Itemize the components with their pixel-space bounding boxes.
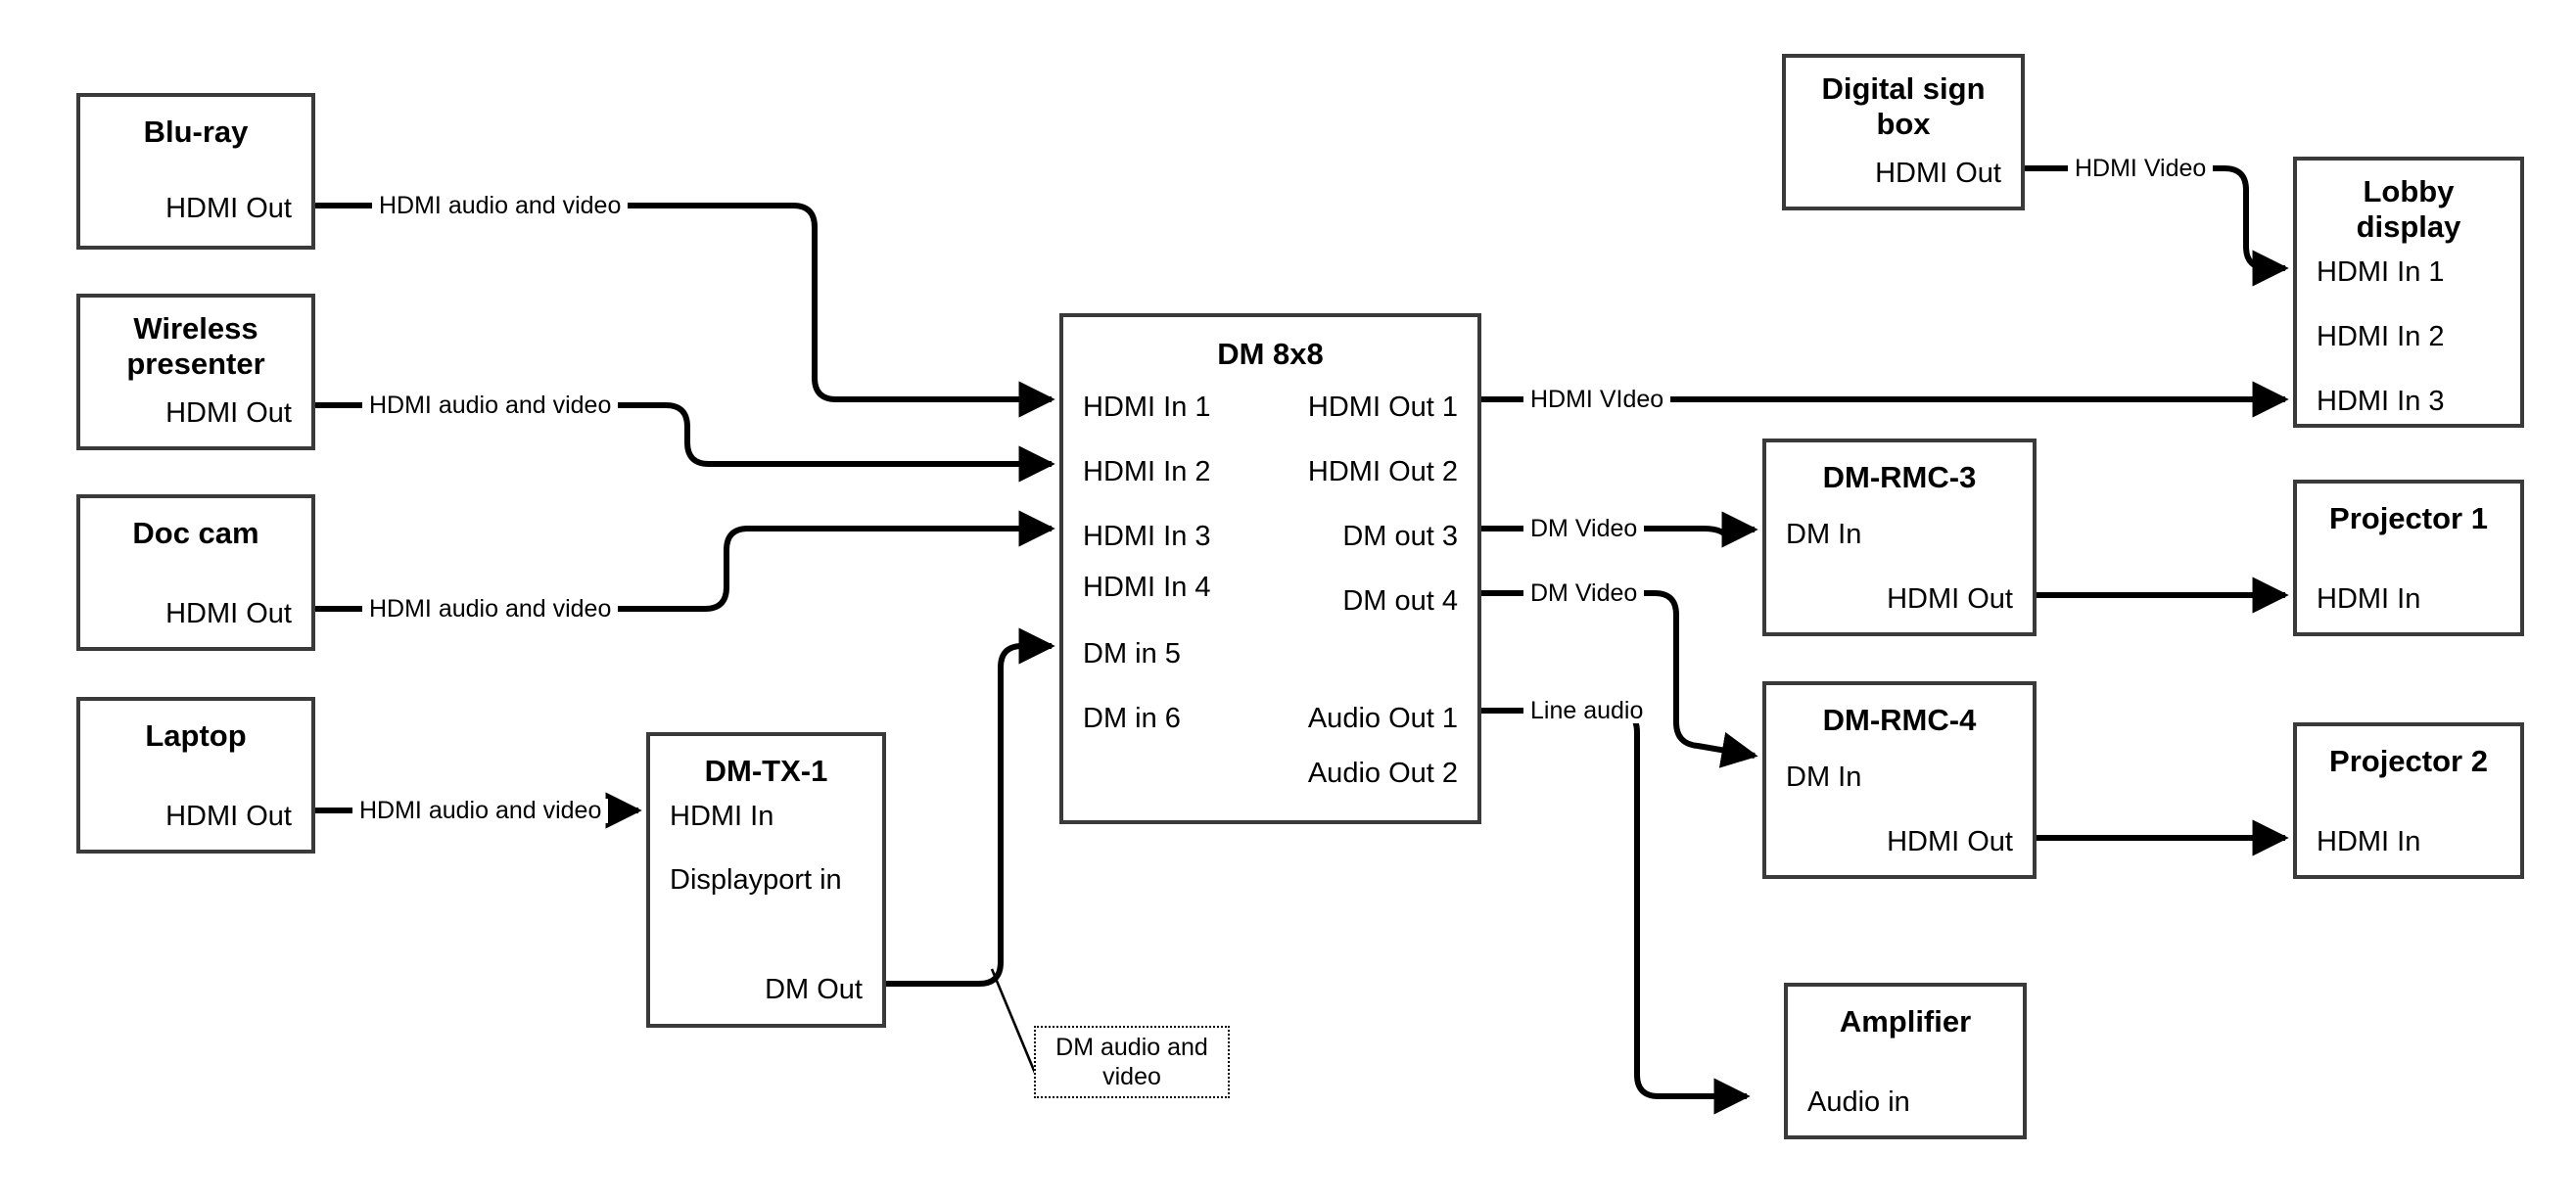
wire-bluray-to-dm8x8 [315, 203, 1055, 418]
port-dm-out[interactable]: DM Out [765, 974, 863, 1005]
port-audio-in[interactable]: Audio in [1807, 1086, 1910, 1118]
device-title: Amplifier [1839, 1004, 1972, 1039]
wire-label-laptop: HDMI audio and video [352, 799, 609, 823]
port-hdmi-out[interactable]: HDMI Out [1875, 158, 2001, 189]
port-hdmi-in-2[interactable]: HDMI In 2 [1083, 456, 1211, 487]
device-title: Blu-ray [143, 115, 249, 149]
device-projector-2[interactable]: Projector 2 HDMI In [2293, 722, 2524, 879]
port-hdmi-out[interactable]: HDMI Out [1887, 583, 2013, 615]
port-dm-in-6[interactable]: DM in 6 [1083, 703, 1181, 734]
device-title-line2: display [2356, 209, 2461, 244]
device-lobby-display[interactable]: Lobby display HDMI In 1 HDMI In 2 HDMI I… [2293, 157, 2524, 428]
port-hdmi-out[interactable]: HDMI Out [165, 598, 292, 629]
device-bluray[interactable]: Blu-ray HDMI Out [76, 93, 315, 250]
port-hdmi-out-2[interactable]: HDMI Out 2 [1307, 456, 1458, 487]
port-hdmi-out-1[interactable]: HDMI Out 1 [1307, 392, 1458, 423]
device-dm-tx-1[interactable]: DM-TX-1 HDMI In Displayport in DM Out [646, 732, 886, 1028]
wire-label-bluray: HDMI audio and video [372, 194, 629, 218]
device-title-line2: presenter [126, 346, 265, 381]
port-dm-out-3[interactable]: DM out 3 [1342, 521, 1458, 552]
callout-dm-audio-and-video: DM audio and video [1034, 1026, 1230, 1098]
wire-dm8x8-out3-to-rmc3 [1481, 511, 1758, 548]
port-hdmi-in-1[interactable]: HDMI In 1 [2317, 256, 2445, 288]
port-audio-out-1[interactable]: Audio Out 1 [1307, 703, 1458, 734]
callout-leader-line [990, 968, 1037, 1074]
port-hdmi-in[interactable]: HDMI In [2317, 826, 2421, 857]
port-dm-out-4[interactable]: DM out 4 [1342, 585, 1458, 617]
wire-label-hdmi-video-out1: HDMI VIdeo [1523, 388, 1671, 412]
port-dm-in[interactable]: DM In [1786, 762, 1862, 793]
port-audio-out-2[interactable]: Audio Out 2 [1307, 758, 1458, 789]
device-title: Projector 2 [2329, 744, 2488, 778]
device-amplifier[interactable]: Amplifier Audio in [1784, 983, 2027, 1139]
device-title: Laptop [145, 718, 247, 753]
port-hdmi-in-1[interactable]: HDMI In 1 [1083, 392, 1211, 423]
device-dm-rmc-3[interactable]: DM-RMC-3 DM In HDMI Out [1762, 439, 2037, 636]
device-title: Projector 1 [2329, 501, 2488, 535]
device-wireless-presenter[interactable]: Wireless presenter HDMI Out [76, 294, 315, 450]
wire-label-dm-video-out3: DM Video [1523, 517, 1645, 541]
port-hdmi-in-3[interactable]: HDMI In 3 [2317, 386, 2445, 417]
port-hdmi-in[interactable]: HDMI In [2317, 583, 2421, 615]
wire-label-dm-video-out4: DM Video [1523, 581, 1645, 606]
device-title: DM-RMC-4 [1822, 703, 1977, 737]
port-hdmi-in[interactable]: HDMI In [670, 801, 774, 832]
callout-text: DM audio and video [1055, 1034, 1208, 1090]
wire-sign-to-lobby [2025, 165, 2289, 287]
device-dm-8x8[interactable]: DM 8x8 HDMI In 1 HDMI In 2 HDMI In 3 HDM… [1059, 313, 1481, 824]
device-doc-cam[interactable]: Doc cam HDMI Out [76, 494, 315, 651]
device-projector-1[interactable]: Projector 1 HDMI In [2293, 480, 2524, 636]
port-hdmi-out[interactable]: HDMI Out [1887, 826, 2013, 857]
wire-label-sign-hdmi-video: HDMI Video [2068, 157, 2214, 181]
port-displayport-in[interactable]: Displayport in [670, 864, 842, 896]
device-title: Digital sign [1821, 71, 1986, 106]
port-hdmi-out[interactable]: HDMI Out [165, 397, 292, 429]
device-title: Lobby [2363, 174, 2455, 208]
port-hdmi-in-4[interactable]: HDMI In 4 [1083, 572, 1211, 603]
port-dm-in[interactable]: DM In [1786, 519, 1862, 550]
device-title: Wireless [133, 311, 258, 346]
port-dm-in-5[interactable]: DM in 5 [1083, 638, 1181, 670]
device-title: Doc cam [132, 516, 259, 550]
wire-wireless-to-dm8x8 [315, 402, 1055, 483]
wire-label-line-audio: Line audio [1523, 699, 1651, 723]
wire-label-doccam: HDMI audio and video [362, 597, 619, 622]
device-dm-rmc-4[interactable]: DM-RMC-4 DM In HDMI Out [1762, 681, 2037, 879]
device-title: DM-RMC-3 [1822, 460, 1977, 494]
port-hdmi-in-2[interactable]: HDMI In 2 [2317, 321, 2445, 352]
port-hdmi-in-3[interactable]: HDMI In 3 [1083, 521, 1211, 552]
device-title: DM 8x8 [1217, 337, 1324, 371]
device-laptop[interactable]: Laptop HDMI Out [76, 697, 315, 854]
port-hdmi-out[interactable]: HDMI Out [165, 193, 292, 224]
device-title: DM-TX-1 [704, 754, 828, 788]
wire-label-wireless: HDMI audio and video [362, 393, 619, 418]
device-digital-sign-box[interactable]: Digital sign box HDMI Out [1782, 54, 2025, 210]
wire-dmtx1-to-dm8x8 [886, 627, 1055, 987]
wire-doccam-to-dm8x8 [315, 510, 1055, 612]
wire-dm8x8-out4-to-rmc4 [1481, 590, 1758, 768]
device-title-line2: box [1876, 107, 1931, 141]
wire-dm8x8-audio1-to-amplifier [1481, 708, 1751, 1115]
port-hdmi-out[interactable]: HDMI Out [165, 801, 292, 832]
